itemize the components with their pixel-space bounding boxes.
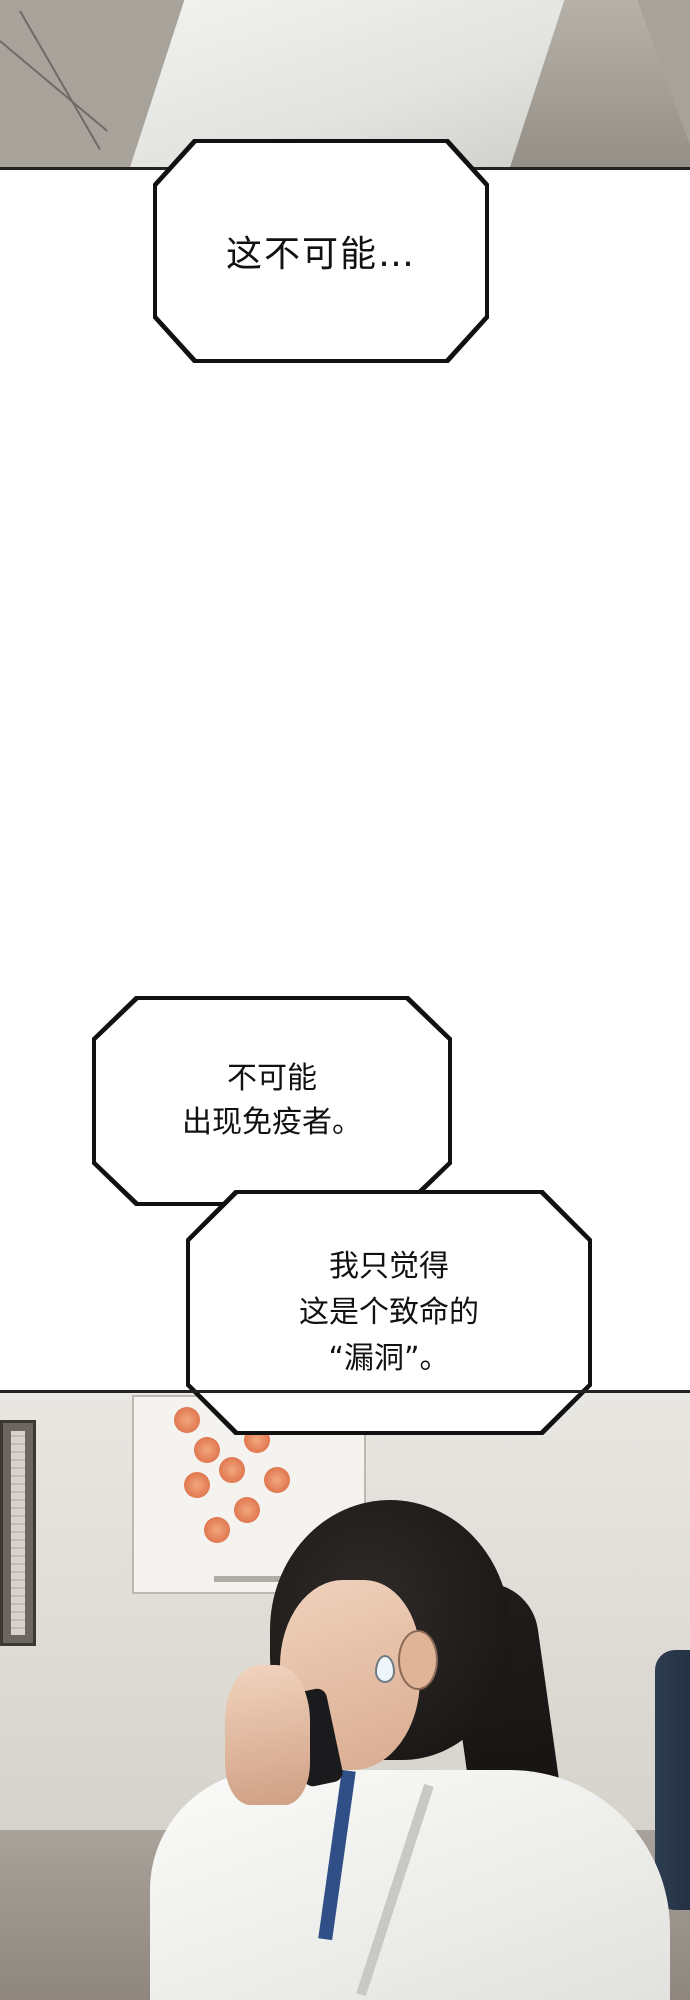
speech-bubble-2-body: 不可能 出现免疫者。 bbox=[96, 1000, 448, 1202]
speech-bubble-2: 不可能 出现免疫者。 bbox=[92, 996, 452, 1206]
poster-organ-shape bbox=[219, 1457, 245, 1483]
speech-bubble-2-line-1: 不可能 bbox=[227, 1061, 317, 1096]
poster-organ-shape bbox=[204, 1517, 230, 1543]
office-chair bbox=[655, 1650, 690, 1910]
ear bbox=[398, 1630, 438, 1690]
speech-bubble-3: 我只觉得 这是个致命的 “漏洞”。 bbox=[186, 1190, 592, 1435]
panel-border bbox=[0, 1390, 690, 1393]
speech-bubble-3-line-3: “漏洞”。 bbox=[328, 1340, 450, 1376]
poster-organ-shape bbox=[264, 1467, 290, 1493]
poster-caption-bar bbox=[214, 1576, 284, 1582]
hand bbox=[225, 1665, 310, 1805]
speech-bubble-1-text: 这不可能… bbox=[225, 234, 416, 275]
poster-organ-shape bbox=[184, 1472, 210, 1498]
poster-organ-shape bbox=[234, 1497, 260, 1523]
speech-bubble-1-body: 这不可能… bbox=[157, 143, 485, 359]
speech-bubble-3-body: 我只觉得 这是个致命的 “漏洞”。 bbox=[190, 1194, 588, 1431]
white-coat bbox=[150, 1770, 670, 2000]
speech-bubble-1: 这不可能… bbox=[153, 139, 489, 363]
fold-line bbox=[0, 40, 108, 132]
sweat-drop-icon bbox=[375, 1655, 395, 1683]
poster-organ-shape bbox=[194, 1437, 220, 1463]
wall-frame bbox=[0, 1420, 36, 1646]
speech-bubble-3-line-2: 这是个致命的 bbox=[299, 1294, 479, 1330]
office-panel bbox=[0, 1390, 690, 2000]
speech-bubble-3-line-1: 我只觉得 bbox=[329, 1248, 449, 1284]
fold-line bbox=[19, 10, 101, 151]
speech-bubble-2-line-2: 出现免疫者。 bbox=[182, 1105, 362, 1140]
poster-organ-shape bbox=[174, 1407, 200, 1433]
